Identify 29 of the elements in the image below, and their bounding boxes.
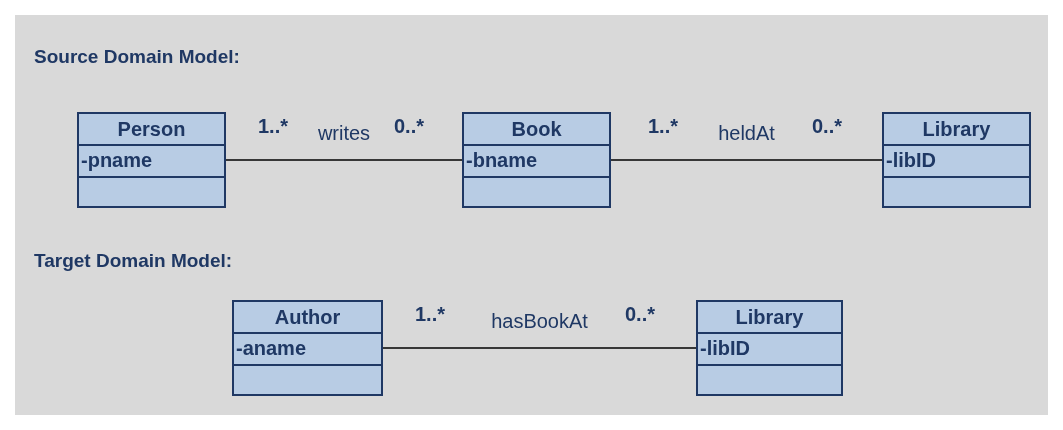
section-heading: Source Domain Model: bbox=[34, 46, 240, 68]
class-box bbox=[462, 112, 611, 208]
class-box bbox=[882, 112, 1031, 208]
class-box bbox=[232, 300, 383, 396]
attribute-text: -aname bbox=[234, 333, 381, 366]
attribute-text: -libID bbox=[698, 333, 841, 366]
class-name: Book bbox=[464, 114, 609, 146]
attribute-text: -pname bbox=[79, 145, 224, 178]
multiplicity-label: 1..* bbox=[648, 115, 679, 138]
association-line bbox=[382, 347, 697, 349]
class-name: Author bbox=[234, 302, 381, 334]
edge-label: writes bbox=[317, 122, 371, 145]
attribute-text: -bname bbox=[464, 145, 609, 178]
multiplicity-label: 1..* bbox=[258, 115, 289, 138]
multiplicity-label: 0..* bbox=[394, 115, 425, 138]
attribute-text: -libID bbox=[884, 145, 1029, 178]
edge-label: hasBookAt bbox=[491, 310, 588, 333]
multiplicity-label: 1..* bbox=[415, 303, 446, 326]
section-heading: Target Domain Model: bbox=[34, 250, 233, 272]
class-name: Person bbox=[79, 114, 224, 146]
class-box bbox=[696, 300, 843, 396]
class-box bbox=[77, 112, 226, 208]
association-line bbox=[225, 159, 463, 161]
edge-label: heldAt bbox=[718, 122, 775, 145]
association-line bbox=[610, 159, 883, 161]
multiplicity-label: 0..* bbox=[812, 115, 843, 138]
class-name: Library bbox=[884, 114, 1029, 146]
class-name: Library bbox=[698, 302, 841, 334]
multiplicity-label: 0..* bbox=[625, 303, 656, 326]
